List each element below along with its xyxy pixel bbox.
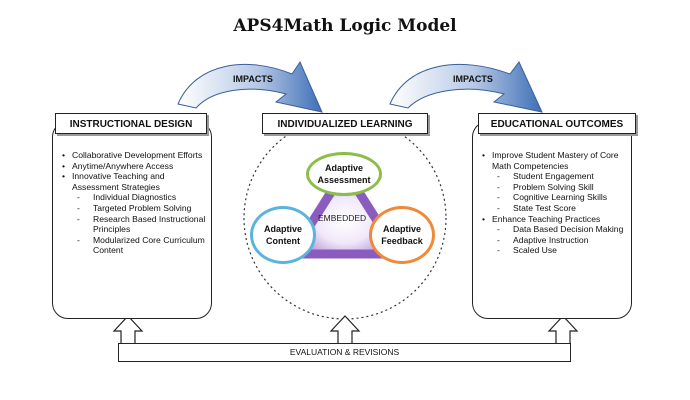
bullet-item: Anytime/Anywhere Access: [61, 161, 207, 172]
impacts-label-right: IMPACTS: [453, 74, 493, 84]
bullet-item: Collaborative Development Efforts: [61, 150, 207, 161]
sub-item: Problem Solving Skill: [481, 182, 629, 193]
sub-item: Targeted Problem Solving: [61, 203, 207, 214]
instructional-design-header: INSTRUCTIONAL DESIGN: [55, 113, 207, 134]
bullet-item: Enhance Teaching Practices: [481, 214, 629, 225]
evaluation-up-arrows: [112, 315, 579, 343]
up-arrow-right: [547, 315, 579, 343]
impacts-arrow-right: [389, 61, 543, 113]
adaptive-assessment-node: Adaptive Assessment: [306, 152, 382, 196]
sub-item: Modularized Core Curriculum Content: [61, 235, 207, 256]
up-arrow-left: [112, 315, 144, 343]
individualized-learning-header: INDIVIDUALIZED LEARNING: [262, 113, 428, 134]
sub-item: Research Based Instructional Principles: [61, 214, 207, 235]
sub-item: Scaled Use: [481, 245, 629, 256]
diagram-title: APS4Math Logic Model: [233, 16, 457, 36]
impacts-arrow-left: [177, 60, 323, 113]
sub-item: Adaptive Instruction: [481, 235, 629, 246]
educational-outcomes-list: Improve Student Mastery of Core Math Com…: [481, 150, 629, 256]
impacts-label-left: IMPACTS: [233, 74, 273, 84]
bullet-item: Innovative Teaching and Assessment Strat…: [61, 171, 207, 192]
sub-item: Student Engagement: [481, 171, 629, 182]
sub-item: Data Based Decision Making: [481, 224, 629, 235]
instructional-design-list: Collaborative Development EffortsAnytime…: [61, 150, 207, 256]
educational-outcomes-panel: Improve Student Mastery of Core Math Com…: [472, 121, 632, 319]
up-arrow-middle: [329, 315, 361, 343]
bullet-item: Improve Student Mastery of Core Math Com…: [481, 150, 629, 171]
sub-item: Individual Diagnostics: [61, 192, 207, 203]
educational-outcomes-header: EDUCATIONAL OUTCOMES: [478, 113, 636, 134]
adaptive-feedback-node: Adaptive Feedback: [369, 206, 435, 264]
instructional-design-panel: Collaborative Development EffortsAnytime…: [52, 121, 212, 319]
embedded-label: EMBEDDED: [318, 213, 367, 223]
evaluation-revisions-bar: EVALUATION & REVISIONS: [118, 343, 571, 362]
adaptive-content-node: Adaptive Content: [250, 206, 316, 264]
sub-item: Cognitive Learning Skills: [481, 192, 629, 203]
sub-item: State Test Score: [481, 203, 629, 214]
